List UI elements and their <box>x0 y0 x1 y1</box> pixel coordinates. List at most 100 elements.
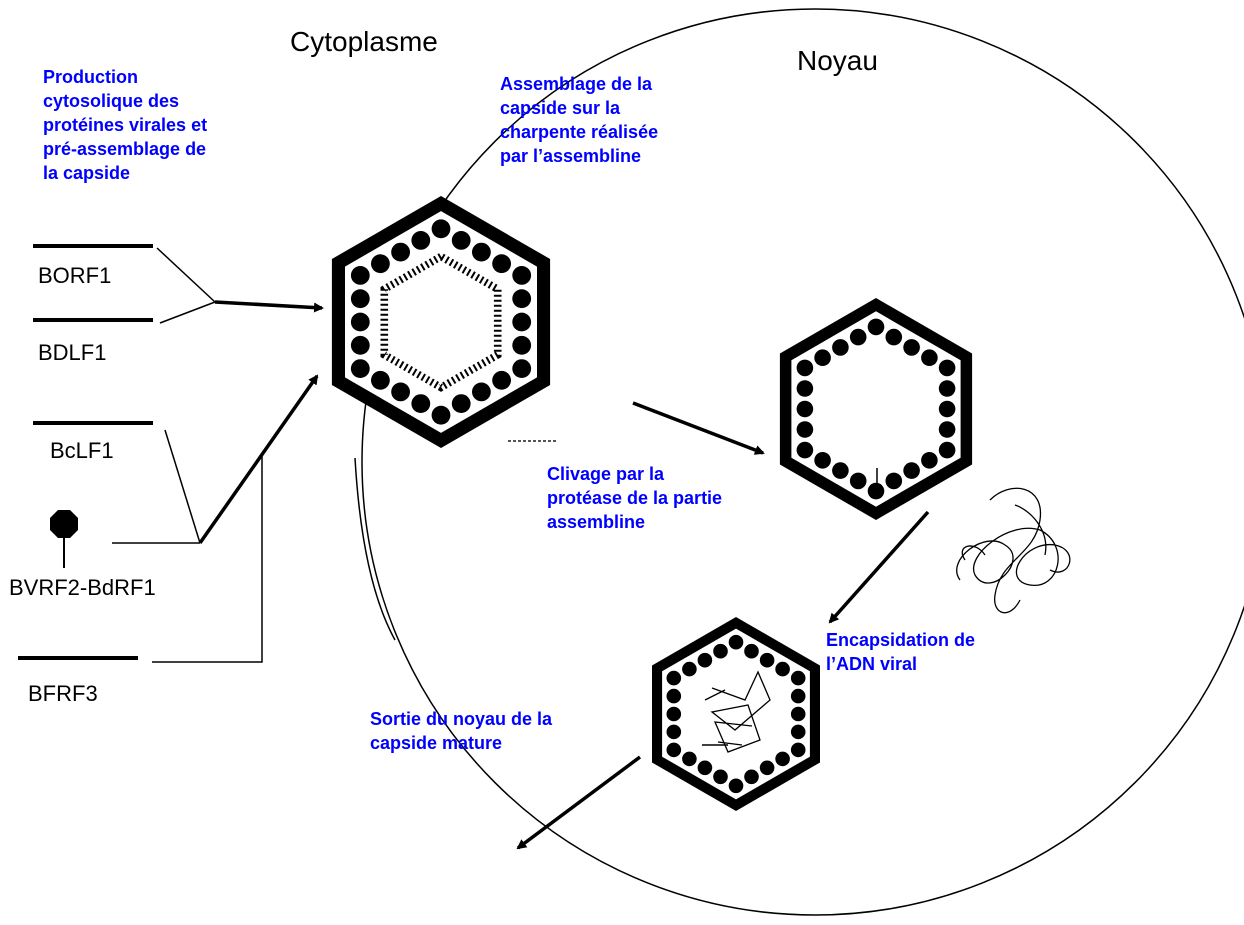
capsomer-dot <box>713 769 728 785</box>
annotation-clivage: Clivage par la protéase de la partie ass… <box>547 464 723 532</box>
capsomer-dot <box>666 688 682 704</box>
capsomer-dot <box>849 472 867 490</box>
nucleus-membrane-fragment <box>354 457 396 641</box>
protease-icon <box>50 510 78 538</box>
annotation-sortie: Sortie du noyau de la capside mature <box>370 709 553 753</box>
capsomer-dot <box>697 652 713 668</box>
capsomer-dot <box>938 441 956 459</box>
capsomer-dot <box>682 661 697 677</box>
capsomer-dot <box>867 318 885 336</box>
connector-bclf1 <box>164 429 201 544</box>
capsomer-dot <box>666 670 682 686</box>
arrow-to-capsid-from-proteins <box>198 374 319 545</box>
arrow-cleavage <box>632 401 765 455</box>
capsomer-dot <box>512 289 532 309</box>
capsomer-dot <box>431 219 451 239</box>
capsomer-dot <box>832 462 849 479</box>
capsomer-dot <box>713 643 728 659</box>
capsomer-dot <box>472 382 491 402</box>
capsomer-dot <box>796 441 814 459</box>
capsomer-dot <box>697 760 713 776</box>
capsomer-dot <box>938 359 956 377</box>
capsomer-dot <box>759 652 775 668</box>
capsomer-dot <box>350 312 370 332</box>
capsid-inner-ring <box>662 628 810 800</box>
capsomer-dot <box>512 266 532 285</box>
capsomer-dot <box>790 742 806 758</box>
capsomer-dot <box>391 242 410 262</box>
gene-label-bdlf1: BDLF1 <box>38 340 107 365</box>
capsomer-dot <box>492 370 511 390</box>
capsomer-dot <box>796 421 814 438</box>
capsomer-dot <box>775 751 790 767</box>
procapsid-with-scaffold <box>331 196 551 448</box>
gene-label-borf1: BORF1 <box>38 263 112 288</box>
capsomer-dot <box>796 359 814 377</box>
capsomer-dot <box>938 380 956 397</box>
capsomer-dot <box>391 382 410 402</box>
capsomer-dot <box>832 339 849 356</box>
nucleus-membrane <box>361 8 1244 916</box>
capsomer-dot <box>921 349 938 367</box>
cleaved-capsid <box>779 298 973 520</box>
capsomer-dot <box>666 724 682 740</box>
capsomer-dot <box>512 335 532 355</box>
capsomer-dot <box>938 400 956 418</box>
encapsidated-dna <box>704 670 771 753</box>
capsomer-dot <box>790 706 806 722</box>
capsomer-dot <box>814 349 831 367</box>
capsomer-dot <box>371 370 390 390</box>
cytoplasm-label: Cytoplasme <box>290 26 438 57</box>
capsomer-dot <box>744 769 759 785</box>
capsomer-dot <box>759 760 775 776</box>
capsomer-dot <box>728 634 744 650</box>
connector-borf1 <box>156 247 216 303</box>
capsomer-dot <box>350 289 370 309</box>
capsomer-dot <box>350 335 370 355</box>
mature-capsid-with-dna <box>652 617 820 811</box>
arrow-nuclear-exit <box>516 755 642 850</box>
capsomer-dot <box>903 462 920 479</box>
capsomer-dot <box>512 359 532 378</box>
connector-bfrf3 <box>152 456 263 663</box>
capsomer-dot <box>849 328 867 346</box>
capsomer-dot <box>666 742 682 758</box>
capsomer-dot <box>728 778 744 794</box>
capsomer-dot <box>814 452 831 469</box>
capsomer-dot <box>411 394 431 413</box>
capsomer-dot <box>790 724 806 740</box>
capsomer-dot <box>451 394 471 413</box>
capsomer-dot <box>472 242 491 262</box>
capsomer-dot <box>350 266 370 285</box>
capsomer-dot <box>790 688 806 704</box>
connector-bdlf1 <box>159 301 216 324</box>
arrow-to-scaffold-capsid <box>214 300 324 313</box>
nucleus-label: Noyau <box>797 45 878 76</box>
gene-label-bvrf2-bdrf1: BVRF2-BdRF1 <box>9 575 156 600</box>
capsomer-dot <box>512 312 532 332</box>
capsomer-dot <box>903 339 920 356</box>
capsid-inner-ring <box>345 211 537 433</box>
capsomer-dot <box>451 231 471 250</box>
capsomer-dot <box>411 231 431 250</box>
capsomer-dot <box>682 751 697 767</box>
capsomer-dot <box>492 254 511 274</box>
assembline-scaffold <box>380 252 502 392</box>
capsomer-dot <box>790 670 806 686</box>
capsomer-dot <box>371 254 390 274</box>
capsomer-dot <box>744 643 759 659</box>
capsomer-dot <box>796 400 814 418</box>
capsomer-dot <box>885 328 903 346</box>
capsomer-dot <box>938 421 956 438</box>
viral-dna-scribble <box>956 487 1071 614</box>
annotation-production: Production cytosolique des protéines vir… <box>43 67 208 183</box>
annotation-assemblage: Assemblage de la capside sur la charpent… <box>500 74 659 166</box>
gene-label-bfrf3: BFRF3 <box>28 681 98 706</box>
capsomer-dot <box>431 405 451 425</box>
capsomer-dot <box>350 359 370 378</box>
capsomer-dot <box>666 706 682 722</box>
annotation-encapsidation: Encapsidation de l’ADN viral <box>826 630 976 674</box>
capsomer-dot <box>885 472 903 490</box>
